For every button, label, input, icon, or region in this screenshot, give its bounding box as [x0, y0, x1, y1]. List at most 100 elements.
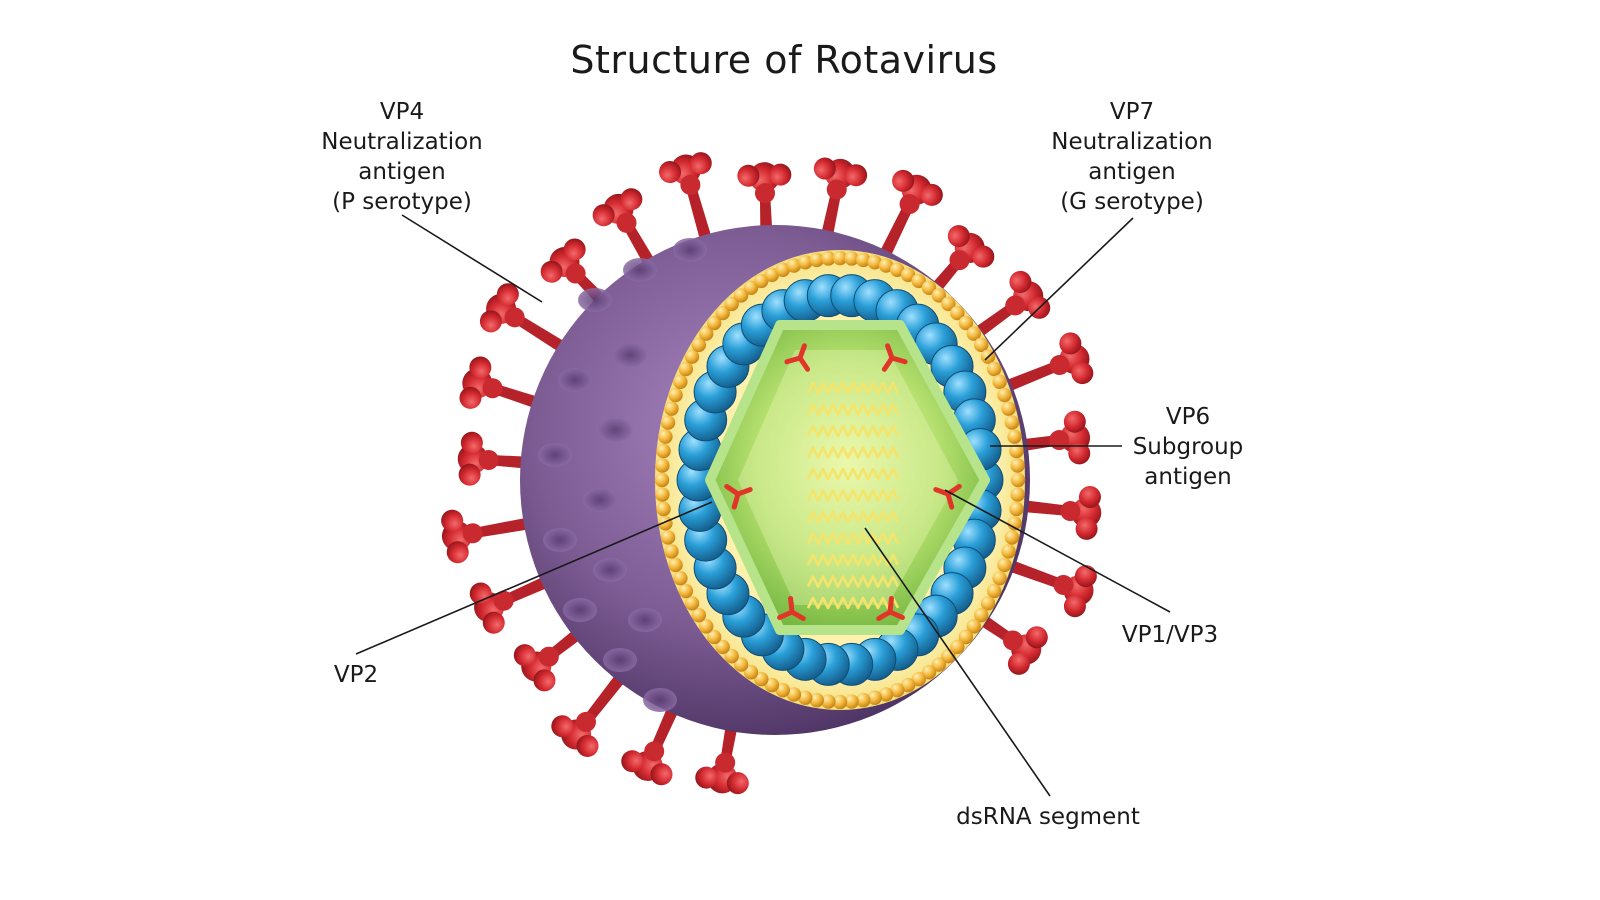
lipid-bead [867, 255, 882, 270]
lipid-bead [890, 683, 905, 698]
lipid-bead [1007, 516, 1022, 531]
spike-lobe [576, 734, 599, 757]
lipid-bead [832, 694, 848, 710]
lipid-bead [764, 677, 780, 693]
envelope-pit [593, 558, 627, 582]
envelope-pit [613, 343, 647, 367]
vp4-spike [551, 670, 628, 757]
lipid-bead [664, 401, 679, 416]
lipid-bead [684, 596, 700, 611]
lipid-bead [997, 557, 1012, 573]
spike-stalk [508, 310, 569, 355]
lipid-bead [673, 374, 688, 390]
spike-lobe [689, 152, 712, 175]
spike-stalk [467, 516, 533, 539]
lipid-bead [986, 583, 1002, 599]
vp4-spike [695, 722, 749, 795]
lipid-bead [678, 361, 694, 377]
spike-lobe [482, 611, 505, 634]
envelope-pit [628, 608, 662, 632]
lipid-bead [668, 557, 683, 573]
spike-neck [1005, 295, 1026, 316]
lipid-bead [878, 258, 894, 273]
lipid-bead [890, 262, 905, 277]
vp2-label: VP2 [333, 662, 379, 688]
lipid-bead [832, 250, 848, 266]
vp6-label-line2: Subgroup [1132, 434, 1244, 460]
lipid-bead [743, 665, 759, 680]
vp4-spike-group [441, 152, 1102, 795]
lipid-bead [655, 487, 670, 502]
vp7-leader-line [984, 217, 1134, 361]
lipid-bead [1001, 401, 1016, 416]
spike-neck [482, 378, 503, 399]
vp4-spike [459, 356, 542, 410]
lipid-bead [786, 687, 802, 702]
lipid-bead [974, 337, 989, 353]
dsrna-label: dsRNA segment [956, 804, 1140, 830]
dsrna-strand [806, 381, 900, 395]
vp4-label-line3: antigen [358, 159, 446, 185]
spike-lobe [892, 169, 915, 192]
spike-lobe [540, 260, 563, 283]
lipid-bead [715, 639, 730, 655]
lipid-bead [656, 501, 671, 517]
lipid-bead [958, 629, 974, 645]
spike-neck [715, 752, 736, 773]
lipid-bead [706, 629, 722, 645]
lipid-bead [992, 374, 1007, 390]
lipid-bead [678, 583, 694, 599]
vp4-spike [1001, 332, 1094, 394]
spike-lobe [1007, 652, 1030, 675]
lipid-bead [684, 349, 700, 364]
complex-arms [881, 343, 908, 372]
lipid-bead [775, 683, 790, 698]
vp7-label-line1: VP7 [1109, 99, 1155, 125]
envelope-pit [583, 488, 617, 512]
lipid-bead [844, 694, 859, 709]
lipid-bead [809, 692, 824, 708]
lipid-bead-layer [654, 250, 1026, 710]
spike-neck [1060, 501, 1081, 522]
lipid-bead [691, 337, 706, 353]
dsrna-strand [806, 446, 900, 459]
spike-lobe [551, 715, 574, 738]
envelope-pit [543, 528, 577, 552]
lipid-bead [844, 251, 859, 266]
dsrna-segments [806, 381, 900, 610]
lipid-bead [754, 671, 769, 687]
spike-neck [1002, 630, 1023, 651]
lipid-bead [1001, 544, 1016, 559]
lipid-bead [986, 361, 1002, 377]
spike-lobe [513, 644, 536, 667]
lipid-bead [856, 692, 871, 708]
vp4-leader-line [401, 214, 543, 303]
vp1-vp3-complex [876, 595, 905, 621]
vp4-spike [540, 238, 608, 307]
dsrna-strand [806, 596, 900, 610]
lipid-bead [691, 607, 706, 623]
lipid-bead [798, 255, 813, 270]
dsrna-strand [806, 424, 900, 438]
lipid-bead [966, 619, 982, 634]
spike-lobe [592, 204, 615, 227]
envelope-pit [563, 598, 597, 622]
lipid-bead [656, 443, 671, 459]
dsrna-strand [806, 575, 900, 588]
vp6-label-line3: antigen [1144, 464, 1232, 490]
lipid-bead [931, 657, 947, 672]
lipid-bead [821, 694, 836, 709]
spike-lobe [469, 356, 492, 379]
vp1-vp3-complex [724, 483, 753, 510]
lipid-bead [698, 619, 714, 634]
spike-neck [1049, 354, 1070, 375]
lipid-bead [958, 315, 974, 331]
lipid-bead [992, 570, 1007, 586]
lipid-bead [867, 690, 882, 705]
envelope-pit [578, 288, 612, 312]
lipid-bead [654, 472, 670, 488]
spike-lobe [1059, 332, 1082, 355]
spike-neck [565, 263, 586, 284]
lipid-bead [668, 387, 683, 403]
spike-lobe [446, 541, 469, 564]
